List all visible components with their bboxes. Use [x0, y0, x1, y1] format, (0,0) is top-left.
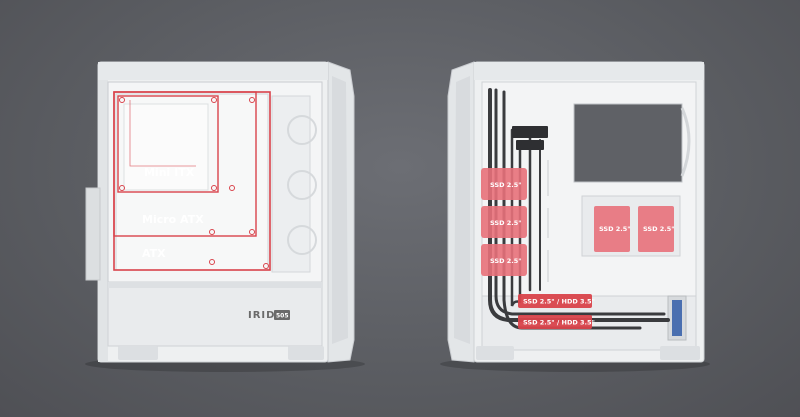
- drive-bay-label: SSD 2.5" / HDD 3.5": [523, 298, 595, 306]
- ssd-slot: [481, 168, 527, 200]
- drive-bay-label: SSD 2.5" / HDD 3.5": [523, 319, 595, 327]
- svg-text:505: 505: [276, 313, 289, 320]
- drive-bay: [518, 294, 592, 308]
- ssd-slot-label: SSD 2.5": [490, 219, 522, 227]
- ssd-slot: [481, 244, 527, 276]
- ssd-slot-column: SSD 2.5" SSD 2.5" SSD 2.5": [481, 168, 527, 276]
- ssd-slot: [638, 206, 674, 252]
- atx-label: ATX: [142, 247, 166, 260]
- left-case: IRID 505: [85, 61, 365, 372]
- mini-itx-label: Mini ITX: [144, 166, 195, 179]
- ssd-slot: [481, 206, 527, 238]
- form-factor-outlines: [113, 91, 271, 271]
- ssd-slot-label: SSD 2.5": [599, 225, 631, 233]
- micro-atx-outline: [113, 91, 257, 237]
- ssd-slot-label: SSD 2.5": [490, 257, 522, 265]
- micro-atx-label: Micro ATX: [142, 213, 204, 226]
- ssd-slot-label: SSD 2.5": [490, 181, 522, 189]
- svg-text:IRID: IRID: [248, 310, 275, 321]
- mini-itx-outline: [117, 95, 219, 193]
- right-case: SSD 2.5" SSD 2.5" SSD 2.5" SSD 2.5" SSD …: [440, 61, 710, 372]
- ssd-slot: [594, 206, 630, 252]
- drive-bays: SSD 2.5" / HDD 3.5" SSD 2.5" / HDD 3.5": [518, 294, 595, 329]
- ssd-slot-label: SSD 2.5": [643, 225, 675, 233]
- drive-bay: [518, 315, 592, 329]
- brand-logo: IRID 505: [248, 310, 290, 321]
